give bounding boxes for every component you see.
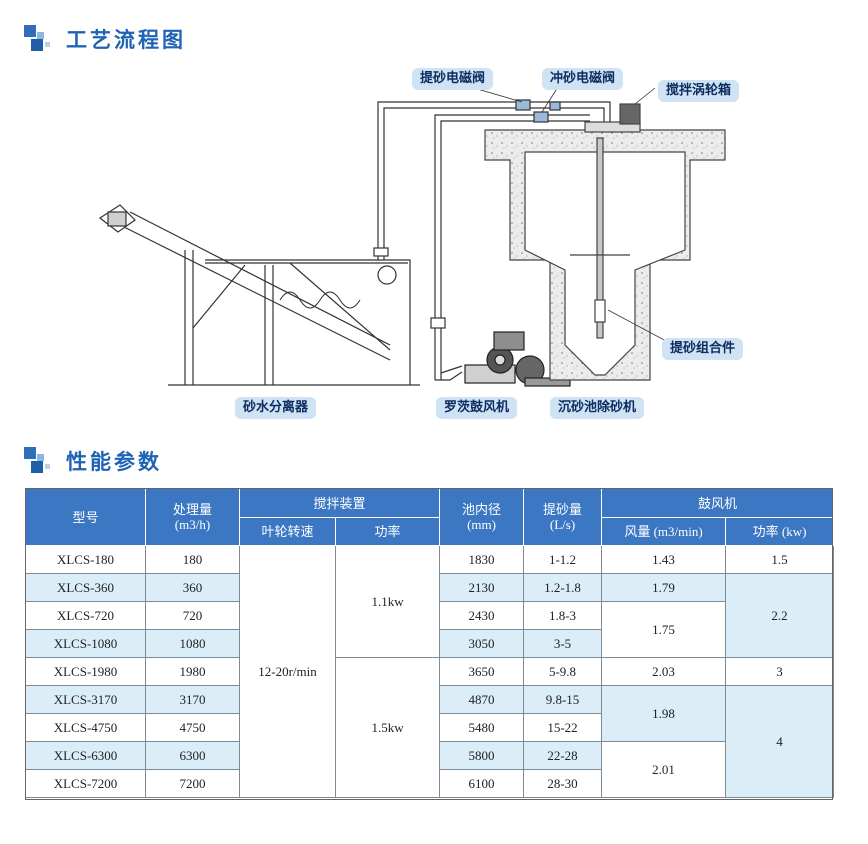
table-row: XLCS-4750 4750 5480 15-22 xyxy=(25,713,834,742)
parameters-heading: 性能参数 xyxy=(24,446,162,476)
cell-diameter: 6100 xyxy=(439,769,525,798)
header-capacity-label: 处理量 xyxy=(172,502,212,517)
header-sand-lift-unit: (L/s) xyxy=(549,517,576,532)
cell-sand-lift: 1-1.2 xyxy=(523,545,603,574)
cell-model: XLCS-6300 xyxy=(25,741,146,770)
cell-blower-power: 2.2 xyxy=(725,573,835,658)
cell-model: XLCS-180 xyxy=(25,545,146,574)
header-air-volume: 风量 (m3/min) xyxy=(601,517,727,546)
cell-air-volume: 1.79 xyxy=(601,573,727,602)
cell-model: XLCS-7200 xyxy=(25,769,146,798)
section-title-process: 工艺流程图 xyxy=(66,28,186,52)
cell-capacity: 6300 xyxy=(145,741,240,770)
cell-diameter: 3650 xyxy=(439,657,525,686)
label-sand-water-separator: 砂水分离器 xyxy=(235,397,317,419)
header-diameter-unit: (mm) xyxy=(467,517,496,532)
table-row: XLCS-720 720 2430 1.8-3 1.75 xyxy=(25,601,834,658)
header-blower-power: 功率 (kw) xyxy=(725,517,835,546)
squares-icon xyxy=(24,25,52,53)
header-mixer: 搅拌装置 xyxy=(238,488,441,518)
cell-diameter: 4870 xyxy=(439,685,525,714)
header-mixer-power: 功率 xyxy=(334,517,441,546)
label-worm-gearbox: 搅拌涡轮箱 xyxy=(658,80,740,102)
table-row: XLCS-180 180 12-20r/min 1.1kw 1830 1-1.2… xyxy=(25,545,835,798)
cell-mixer-power: 1.1kw xyxy=(334,545,441,658)
table-row: XLCS-1080 1080 3050 3-5 xyxy=(25,629,834,658)
cell-model: XLCS-720 xyxy=(25,601,146,630)
table-row: XLCS-3170 3170 4870 9.8-15 1.98 4 xyxy=(25,685,835,798)
cell-sand-lift: 3-5 xyxy=(523,629,603,658)
cell-air-volume: 1.43 xyxy=(601,545,727,574)
process-flow-heading: 工艺流程图 xyxy=(24,24,186,54)
header-capacity: 处理量 (m3/h) xyxy=(145,488,240,546)
cell-capacity: 3170 xyxy=(145,685,240,714)
cell-capacity: 180 xyxy=(145,545,240,574)
label-flush-valve: 冲砂电磁阀 xyxy=(542,68,624,90)
table-row: XLCS-7200 7200 6100 28-30 xyxy=(25,769,834,798)
cell-model: XLCS-360 xyxy=(25,573,146,602)
label-sand-valve: 提砂电磁阀 xyxy=(412,68,494,90)
header-diameter-label: 池内径 xyxy=(462,502,502,517)
header-diameter: 池内径 (mm) xyxy=(439,488,525,546)
header-blower: 鼓风机 xyxy=(601,488,835,518)
cell-sand-lift: 1.2-1.8 xyxy=(523,573,603,602)
process-flow-drawing xyxy=(98,83,726,387)
cell-diameter: 3050 xyxy=(439,629,525,658)
header-model: 型号 xyxy=(25,488,146,546)
cell-blower-power: 4 xyxy=(725,685,835,798)
cell-diameter: 2430 xyxy=(439,601,525,630)
cell-capacity: 1080 xyxy=(145,629,240,658)
cell-sand-lift: 9.8-15 xyxy=(523,685,603,714)
cell-capacity: 360 xyxy=(145,573,240,602)
process-flow-diagram: 提砂电磁阀 冲砂电磁阀 搅拌涡轮箱 提砂组合件 砂水分离器 罗茨鼓风机 沉砂池除… xyxy=(90,60,850,425)
cell-capacity: 1980 xyxy=(145,657,240,686)
cell-diameter: 5800 xyxy=(439,741,525,770)
cell-model: XLCS-3170 xyxy=(25,685,146,714)
squares-icon xyxy=(24,447,52,475)
label-grit-chamber: 沉砂池除砂机 xyxy=(550,397,645,419)
cell-air-volume: 1.98 xyxy=(601,685,727,742)
cell-diameter: 5480 xyxy=(439,713,525,742)
cell-sand-lift: 22-28 xyxy=(523,741,603,770)
cell-speed: 12-20r/min xyxy=(239,545,336,798)
cell-capacity: 720 xyxy=(145,601,240,630)
label-sand-lift-assembly: 提砂组合件 xyxy=(662,338,744,360)
header-capacity-unit: (m3/h) xyxy=(174,517,211,532)
cell-blower-power: 3 xyxy=(725,657,835,686)
cell-sand-lift: 5-9.8 xyxy=(523,657,603,686)
cell-air-volume: 2.03 xyxy=(601,657,727,686)
cell-mixer-power: 1.5kw xyxy=(334,657,441,798)
label-roots-blower: 罗茨鼓风机 xyxy=(436,397,518,419)
cell-capacity: 7200 xyxy=(145,769,240,798)
cell-diameter: 1830 xyxy=(439,545,525,574)
section-title-params: 性能参数 xyxy=(66,450,162,474)
cell-blower-power: 1.5 xyxy=(725,545,835,574)
cell-model: XLCS-1980 xyxy=(25,657,146,686)
cell-capacity: 4750 xyxy=(145,713,240,742)
cell-diameter: 2130 xyxy=(439,573,525,602)
table-row: XLCS-360 360 2130 1.2-1.8 1.79 2.2 xyxy=(25,573,835,658)
table-row: XLCS-1980 1980 1.5kw 3650 5-9.8 2.03 3 xyxy=(25,657,835,798)
cell-model: XLCS-4750 xyxy=(25,713,146,742)
cell-air-volume: 1.75 xyxy=(601,601,727,658)
parameters-table: 型号 处理量 (m3/h) 搅拌装置 池内径 (mm) 提砂量 (L/s) 鼓风… xyxy=(25,488,835,798)
cell-air-volume: 2.01 xyxy=(601,741,727,798)
cell-sand-lift: 15-22 xyxy=(523,713,603,742)
table-row: XLCS-6300 6300 5800 22-28 2.01 xyxy=(25,741,834,798)
header-sand-lift-label: 提砂量 xyxy=(543,502,583,517)
header-impeller-speed: 叶轮转速 xyxy=(239,517,336,546)
cell-model: XLCS-1080 xyxy=(25,629,146,658)
cell-sand-lift: 28-30 xyxy=(523,769,603,798)
header-sand-lift: 提砂量 (L/s) xyxy=(523,488,603,546)
cell-sand-lift: 1.8-3 xyxy=(523,601,603,630)
